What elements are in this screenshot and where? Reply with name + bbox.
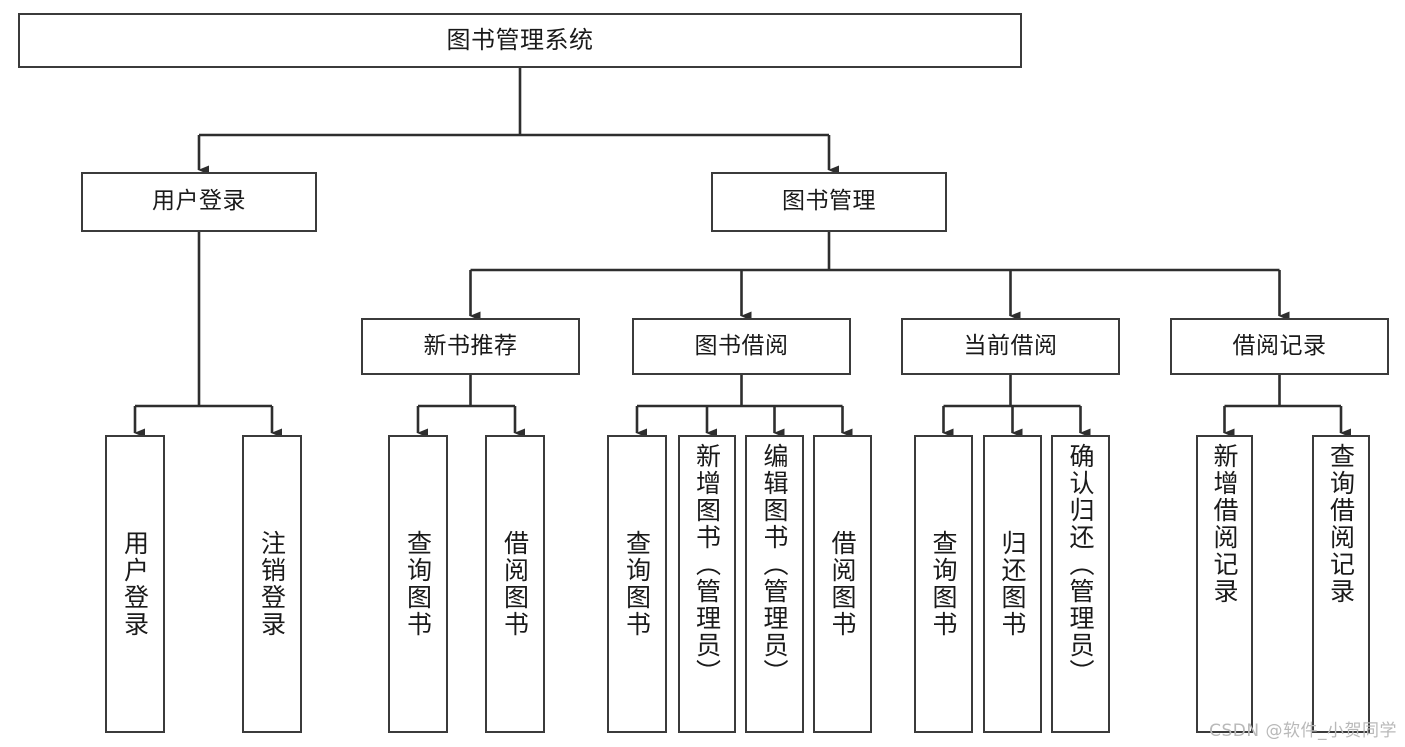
node-label: 查询图书: [929, 530, 958, 638]
node-root[interactable]: 图书管理系统: [18, 13, 1022, 68]
node-leaf-query-book-borrow[interactable]: 查询图书: [607, 435, 667, 733]
node-label: 借阅记录: [1232, 332, 1327, 359]
node-label: 查询图书: [622, 530, 652, 638]
node-leaf-return-book[interactable]: 归还图书: [983, 435, 1042, 733]
node-label: 图书借阅: [694, 332, 789, 359]
node-leaf-add-record[interactable]: 新增借阅记录: [1196, 435, 1253, 733]
node-leaf-borrow-book[interactable]: 借阅图书: [813, 435, 872, 733]
node-label: 用户登录: [120, 530, 150, 638]
node-label: 注销登录: [257, 530, 287, 638]
node-borrow-record[interactable]: 借阅记录: [1170, 318, 1389, 375]
node-leaf-user-login[interactable]: 用户登录: [105, 435, 165, 733]
node-label: 用户登录: [152, 188, 246, 215]
node-user-login[interactable]: 用户登录: [81, 172, 317, 232]
node-label: 查询图书: [403, 530, 433, 638]
node-label: 新增借阅记录: [1210, 443, 1239, 605]
node-book-manage[interactable]: 图书管理: [711, 172, 947, 232]
node-current-borrow[interactable]: 当前借阅: [901, 318, 1120, 375]
node-label: 新书推荐: [423, 332, 518, 359]
node-label: 新增图书（管理员）: [692, 443, 722, 686]
node-leaf-query-book-current[interactable]: 查询图书: [914, 435, 973, 733]
node-label: 借阅图书: [828, 530, 857, 638]
node-leaf-confirm-return[interactable]: 确认归还（管理员）: [1051, 435, 1110, 733]
node-label: 图书管理: [782, 188, 876, 215]
node-label: 查询借阅记录: [1326, 443, 1356, 605]
node-leaf-add-book[interactable]: 新增图书（管理员）: [678, 435, 736, 733]
node-new-book-recommend[interactable]: 新书推荐: [361, 318, 580, 375]
node-book-borrow[interactable]: 图书借阅: [632, 318, 851, 375]
node-label: 确认归还（管理员）: [1066, 443, 1095, 686]
node-leaf-query-book-rec[interactable]: 查询图书: [388, 435, 448, 733]
node-leaf-logout[interactable]: 注销登录: [242, 435, 302, 733]
node-leaf-edit-book[interactable]: 编辑图书（管理员）: [745, 435, 804, 733]
node-leaf-query-record[interactable]: 查询借阅记录: [1312, 435, 1370, 733]
node-label: 借阅图书: [500, 530, 530, 638]
node-label: 当前借阅: [963, 332, 1058, 359]
node-label: 图书管理系统: [446, 26, 594, 55]
node-label: 编辑图书（管理员）: [760, 443, 789, 686]
node-leaf-borrow-book-rec[interactable]: 借阅图书: [485, 435, 545, 733]
node-label: 归还图书: [998, 530, 1027, 638]
